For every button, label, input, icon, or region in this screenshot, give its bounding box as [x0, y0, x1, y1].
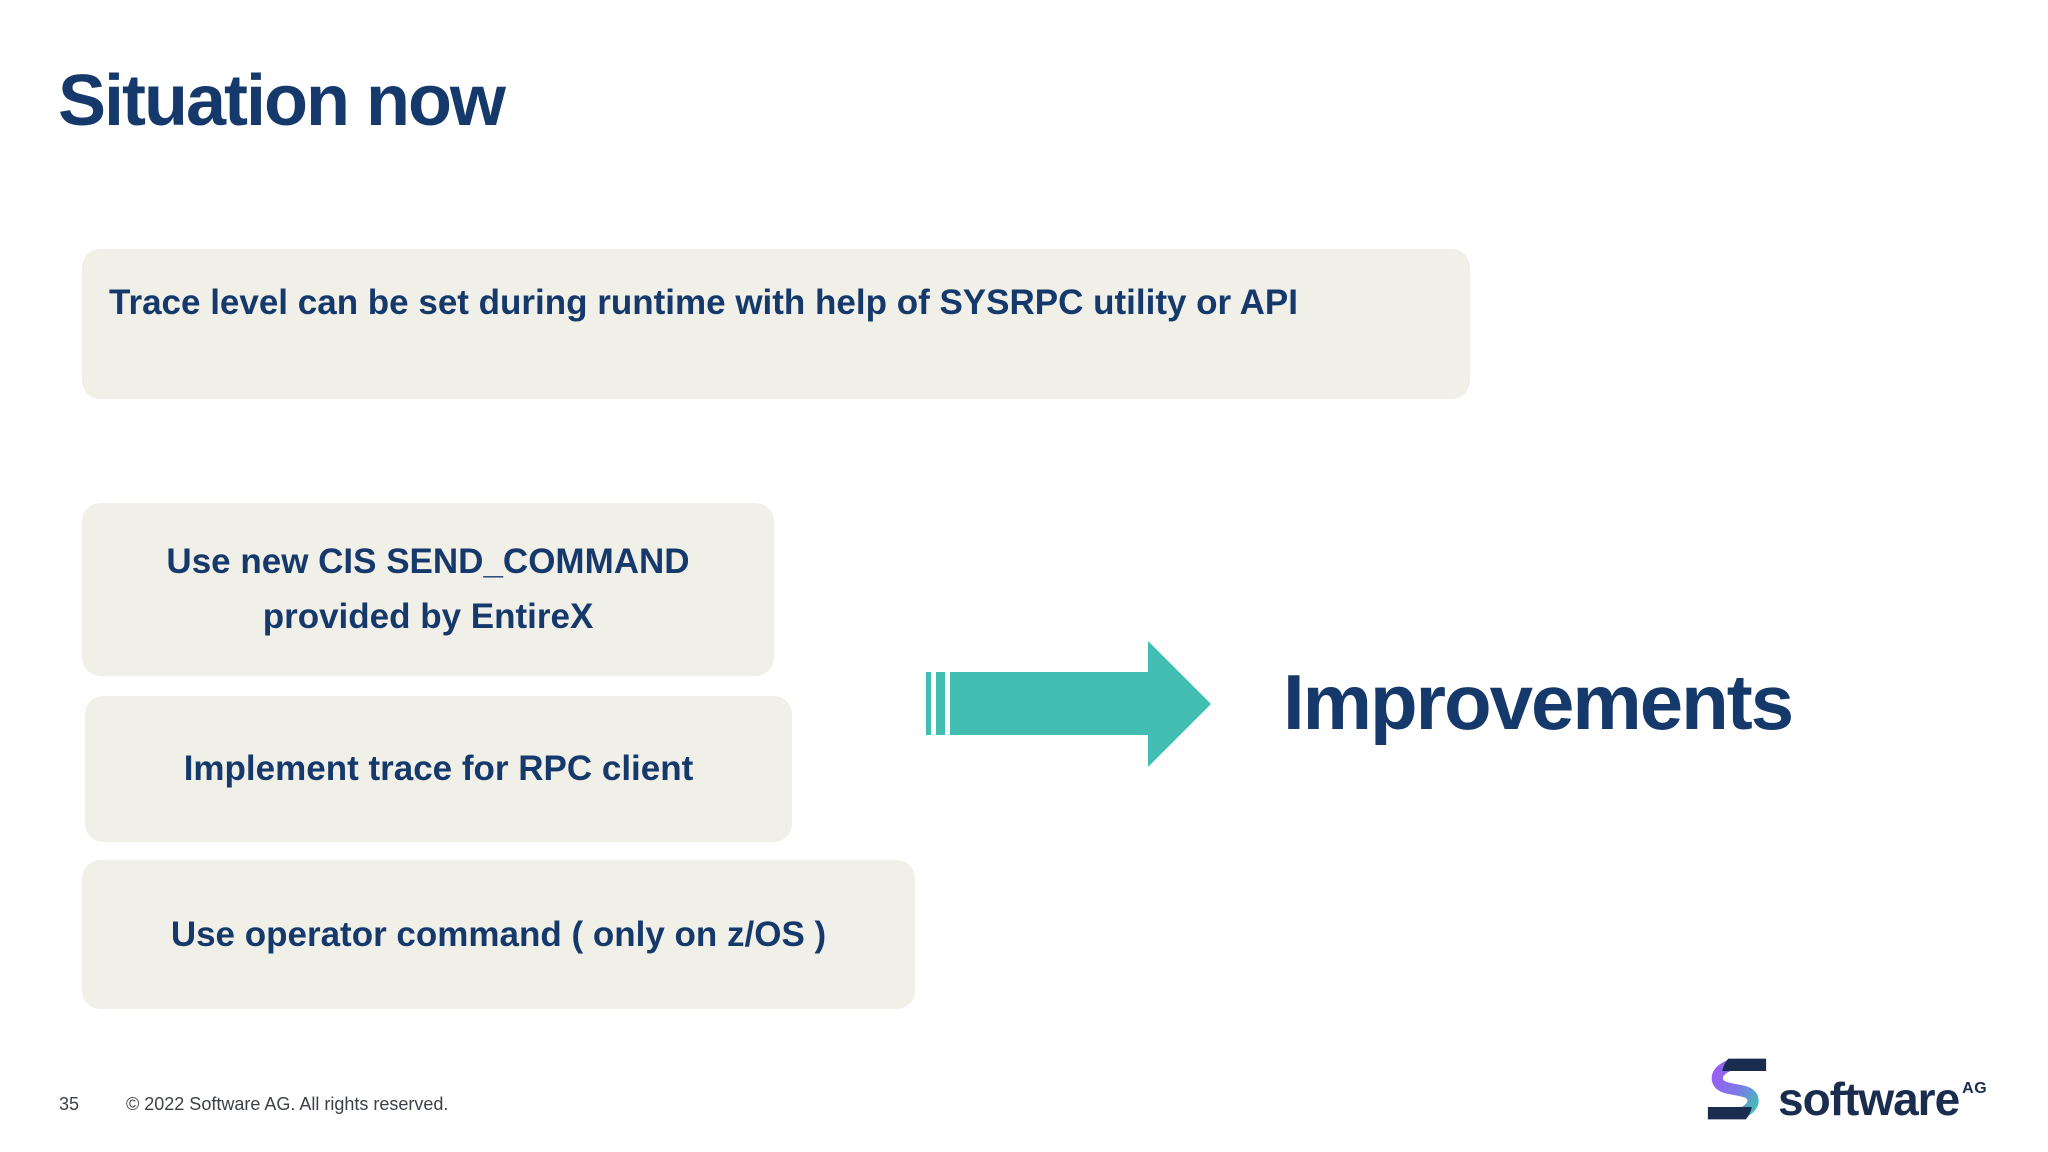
- box-trace-level-text: Trace level can be set during runtime wi…: [109, 283, 1298, 322]
- box-operator-command: Use operator command ( only on z/OS ): [82, 860, 915, 1009]
- arrow-head-icon: [1148, 641, 1211, 767]
- improvements-label: Improvements: [1283, 658, 1794, 746]
- arrow-body-shape: [950, 672, 1148, 735]
- arrow-stripe-icon: [936, 672, 945, 735]
- arrow-stripe-icon: [926, 672, 931, 735]
- software-ag-logo-icon: [1707, 1058, 1767, 1120]
- logo-suffix: AG: [1962, 1080, 1988, 1097]
- software-ag-logo: software AG: [1706, 1056, 1987, 1122]
- box-cis-line-2: provided by EntireX: [262, 596, 594, 636]
- box-cis-send-command: Use new CIS SEND_COMMAND provided by Ent…: [82, 503, 774, 676]
- box-cis-line-1: Use new CIS SEND_COMMAND: [166, 542, 690, 582]
- logo-wordmark: software: [1778, 1073, 1960, 1126]
- box-operator-command-text: Use operator command ( only on z/OS ): [170, 914, 827, 954]
- box-implement-trace: Implement trace for RPC client: [85, 696, 792, 842]
- copyright-text: © 2022 Software AG. All rights reserved.: [126, 1094, 449, 1114]
- box-implement-trace-text: Implement trace for RPC client: [183, 749, 694, 788]
- box-trace-level: Trace level can be set during runtime wi…: [82, 249, 1470, 399]
- page-number: 35: [59, 1094, 80, 1114]
- slide-title: Situation now: [58, 61, 506, 141]
